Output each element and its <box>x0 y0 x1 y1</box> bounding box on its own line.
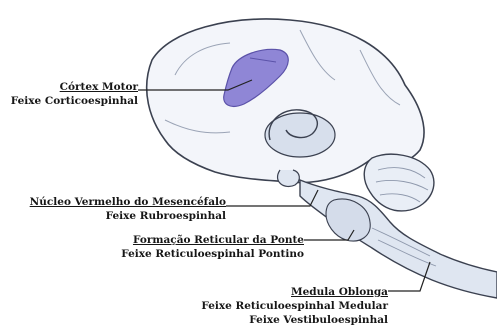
thalamus-region <box>265 113 335 157</box>
cerebellum <box>364 154 434 211</box>
label-medulla-tract-2: Feixe Vestibuloespinhal <box>0 313 388 327</box>
label-cortex-tract: Feixe Corticoespinhal <box>0 94 138 108</box>
label-cortex: Córtex Motor Feixe Corticoespinhal <box>0 80 138 108</box>
label-medulla: Medula Oblonga Feixe Reticuloespinhal Me… <box>0 285 388 327</box>
label-medulla-tract-1: Feixe Reticuloespinhal Medular <box>0 299 388 313</box>
red-nucleus-loop <box>278 170 300 187</box>
label-pontine-reticular-tract: Feixe Reticuloespinhal Pontino <box>0 247 304 261</box>
label-red-nucleus-tract: Feixe Rubroespinhal <box>0 209 226 223</box>
label-pontine-reticular-title: Formação Reticular da Ponte <box>0 233 304 247</box>
label-red-nucleus-title: Núcleo Vermelho do Mesencéfalo <box>0 195 226 209</box>
label-pontine-reticular: Formação Reticular da Ponte Feixe Reticu… <box>0 233 304 261</box>
label-red-nucleus: Núcleo Vermelho do Mesencéfalo Feixe Rub… <box>0 195 226 223</box>
label-medulla-title: Medula Oblonga <box>0 285 388 299</box>
label-cortex-title: Córtex Motor <box>0 80 138 94</box>
